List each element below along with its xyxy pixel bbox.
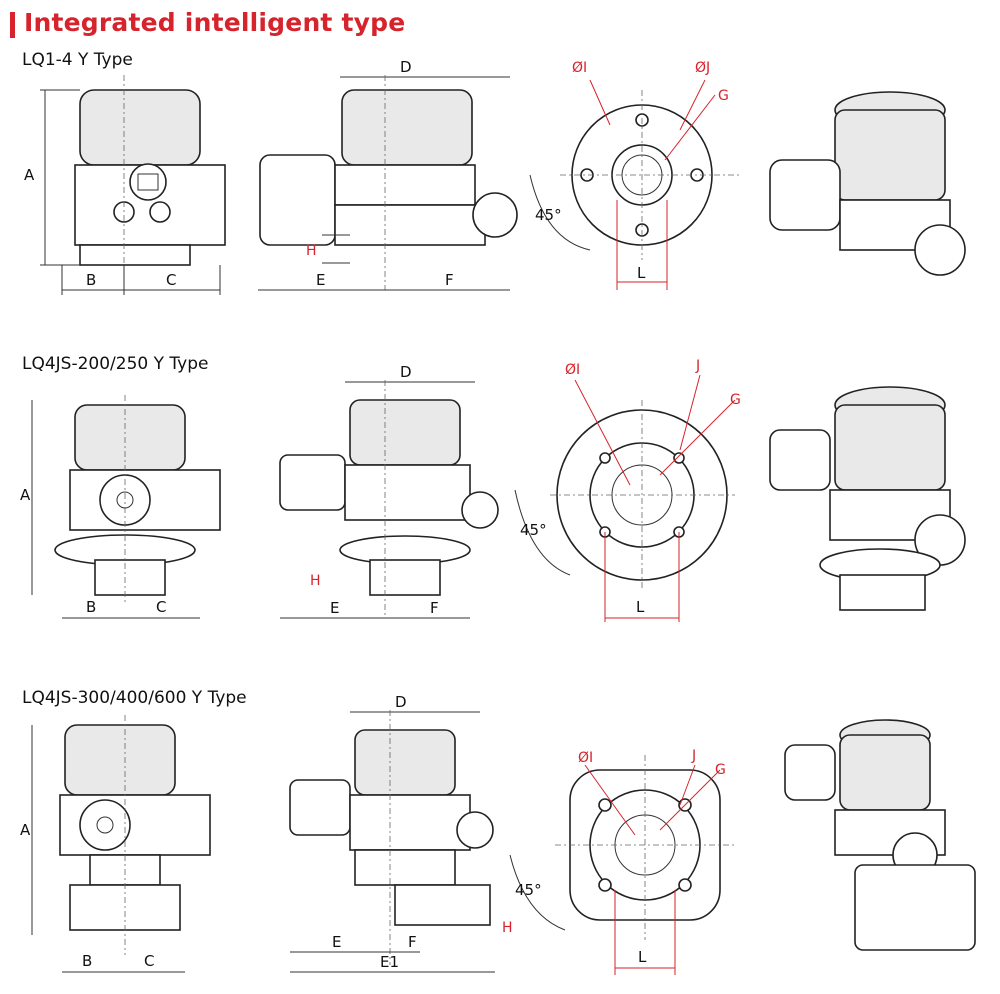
- handwheel: [914, 224, 966, 276]
- row-3-front-view: A B C: [20, 715, 211, 973]
- dim-E: E: [316, 271, 325, 289]
- title-accent-bar: [10, 12, 15, 38]
- row-1-front-view: A B C: [24, 75, 226, 295]
- handwheel: [461, 491, 499, 529]
- housing-cover: [354, 729, 456, 796]
- dim-L: L: [638, 948, 647, 966]
- dim-C: C: [156, 598, 166, 616]
- motor-housing: [289, 779, 351, 836]
- housing-cover: [64, 724, 176, 796]
- row-1-label: LQ1-4 Y Type: [22, 50, 133, 70]
- dim-D: D: [400, 58, 412, 76]
- dim-F: F: [445, 271, 454, 289]
- motor-housing: [769, 159, 841, 231]
- dim-L: L: [637, 264, 646, 282]
- row-2-side-view: D H E F: [279, 363, 499, 619]
- row-2-flange-view: ØI J G 45° L: [514, 358, 741, 622]
- row-2-label: LQ4JS-200/250 Y Type: [22, 354, 209, 374]
- angle-45: 45°: [520, 521, 547, 539]
- dim-I: ØI: [578, 750, 593, 766]
- motor-housing: [279, 454, 346, 511]
- handwheel: [472, 192, 518, 238]
- row-3-3d-view: [784, 719, 976, 951]
- motor-housing: [259, 154, 336, 246]
- angle-45: 45°: [535, 206, 562, 224]
- row-1-side-view: D H E F: [258, 58, 518, 291]
- dim-D: D: [395, 693, 407, 711]
- dim-B: B: [82, 952, 92, 970]
- dim-L: L: [636, 598, 645, 616]
- dim-I: ØI: [565, 362, 580, 378]
- dim-F: F: [408, 933, 417, 951]
- dim-G: G: [718, 88, 729, 104]
- dim-D: D: [400, 363, 412, 381]
- dim-B: B: [86, 598, 96, 616]
- housing-cover: [834, 404, 946, 491]
- dim-G: G: [715, 762, 726, 778]
- row-1-flange-view: ØI ØJ G 45° L: [529, 60, 740, 290]
- dim-J: ØJ: [695, 60, 710, 76]
- row-2-front-view: A B C: [20, 395, 221, 619]
- dim-I: ØI: [572, 60, 587, 76]
- knob-right: [149, 201, 171, 223]
- housing-cover: [341, 89, 473, 166]
- dim-B: B: [86, 271, 96, 289]
- dim-A: A: [24, 166, 35, 184]
- row-1-3d-view: [769, 91, 966, 276]
- housing-cover: [79, 89, 201, 166]
- motor-housing: [784, 744, 836, 801]
- dim-A: A: [20, 486, 31, 504]
- row-3-label: LQ4JS-300/400/600 Y Type: [22, 688, 247, 708]
- display-window: [129, 163, 167, 201]
- angle-45: 45°: [515, 881, 542, 899]
- row-2-3d-view: [769, 386, 966, 611]
- dim-H: H: [310, 573, 321, 589]
- row-3-side-view: D H E F E1: [289, 693, 513, 973]
- motor-housing: [769, 429, 831, 491]
- dim-E: E: [330, 599, 339, 617]
- housing-cover: [349, 399, 461, 466]
- page-title: Integrated intelligent type: [24, 8, 406, 37]
- dim-E1: E1: [380, 953, 399, 971]
- dim-H: H: [502, 920, 513, 936]
- housing-cover: [839, 734, 931, 811]
- dim-J: J: [695, 358, 700, 374]
- dim-J: J: [691, 748, 696, 764]
- dim-A: A: [20, 821, 31, 839]
- dim-G: G: [730, 392, 741, 408]
- handwheel: [79, 799, 131, 851]
- dim-F: F: [430, 599, 439, 617]
- dim-H: H: [306, 243, 317, 259]
- dim-C: C: [144, 952, 154, 970]
- handwheel: [456, 811, 494, 849]
- housing-cover: [834, 109, 946, 201]
- row-3-flange-view: ØI J G 45° L: [509, 748, 735, 975]
- dim-E: E: [332, 933, 341, 951]
- housing-cover: [74, 404, 186, 471]
- dim-C: C: [166, 271, 176, 289]
